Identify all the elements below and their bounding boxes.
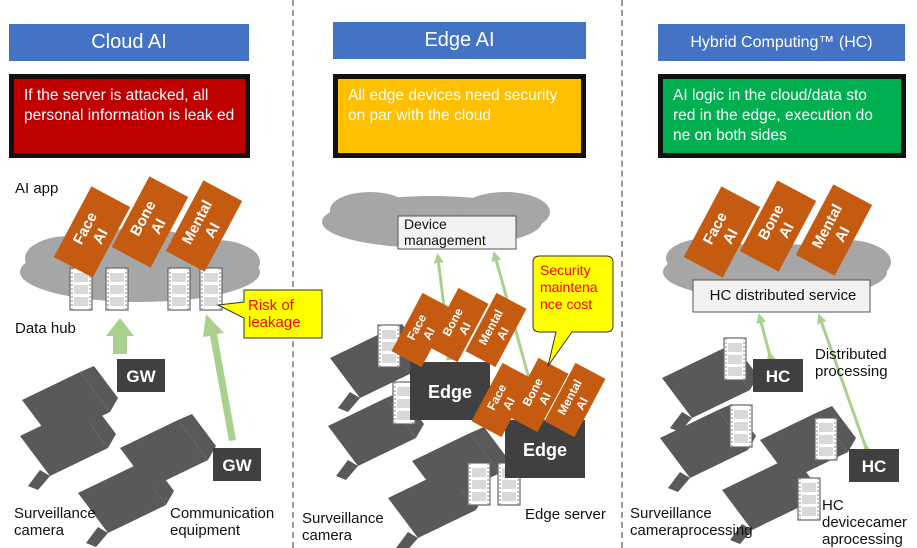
edge-surveillance-camera-label: Surveillance camera: [302, 510, 384, 544]
device-management-label: Device management: [404, 216, 486, 248]
hc-device-label: HC devicecamer aprocessing: [822, 497, 908, 548]
svg-text:Edge: Edge: [523, 440, 567, 460]
security-callout: [532, 255, 614, 367]
svg-text:GW: GW: [126, 367, 156, 386]
ai-app-label: AI app: [15, 180, 59, 197]
ai-tag-text: BoneAI: [127, 198, 175, 247]
cloud-ai-tags: FaceAI BoneAI MentalAI: [53, 176, 243, 278]
cloud-ai-note: If the server is attacked, all personal …: [9, 74, 250, 158]
hybrid-computing-header: Hybrid Computing™ (HC): [658, 24, 905, 61]
ai-tag-text: BoneAI: [519, 375, 558, 415]
risk-callout: [216, 289, 323, 339]
ai-tag-text: BoneAI: [439, 305, 478, 345]
security-maintenance-text: Security maintena nce cost: [540, 262, 598, 312]
hc-distributed-service-box: [692, 279, 871, 313]
hybrid-surveillance-camera-label: Surveillance cameraprocessing: [630, 505, 753, 539]
distributed-processing-label: Distributed processing: [815, 346, 888, 380]
data-hub-label: Data hub: [15, 320, 76, 337]
hybrid-note: AI logic in the cloud/data sto red in th…: [658, 74, 906, 158]
edge-ai-tags-top: FaceAI BoneAI MentalAI: [391, 287, 527, 368]
svg-text:HC: HC: [862, 457, 887, 476]
cloud-ai-gateways: GW GW: [117, 359, 261, 481]
edge-server-label: Edge server: [525, 506, 606, 523]
hybrid-tags: FaceAI BoneAI MentalAI: [683, 180, 873, 278]
cloud-ai-header: Cloud AI: [9, 24, 249, 61]
column-divider-2: [621, 0, 623, 548]
column-divider-1: [292, 0, 294, 548]
device-management-box: [397, 215, 517, 250]
edge-ai-tags-bottom: FaceAI BoneAI MentalAI: [471, 357, 606, 438]
edge-ai-header: Edge AI: [333, 22, 586, 59]
communication-equipment-label: Communication equipment: [170, 505, 275, 539]
cloud-ai-upload-arrows: [106, 314, 236, 441]
surveillance-camera-label: Surveillance camera: [14, 505, 96, 539]
svg-text:Edge: Edge: [428, 382, 472, 402]
risk-of-leakage-text: Risk of leakage: [248, 297, 301, 331]
hybrid-arrows: [756, 313, 873, 455]
svg-text:GW: GW: [222, 456, 252, 475]
edge-ai-note: All edge devices need security on par wi…: [333, 74, 586, 158]
svg-text:HC: HC: [766, 367, 791, 386]
hc-devices: HC HC: [753, 359, 899, 482]
hc-distributed-service-label: HC distributed service: [709, 287, 857, 304]
